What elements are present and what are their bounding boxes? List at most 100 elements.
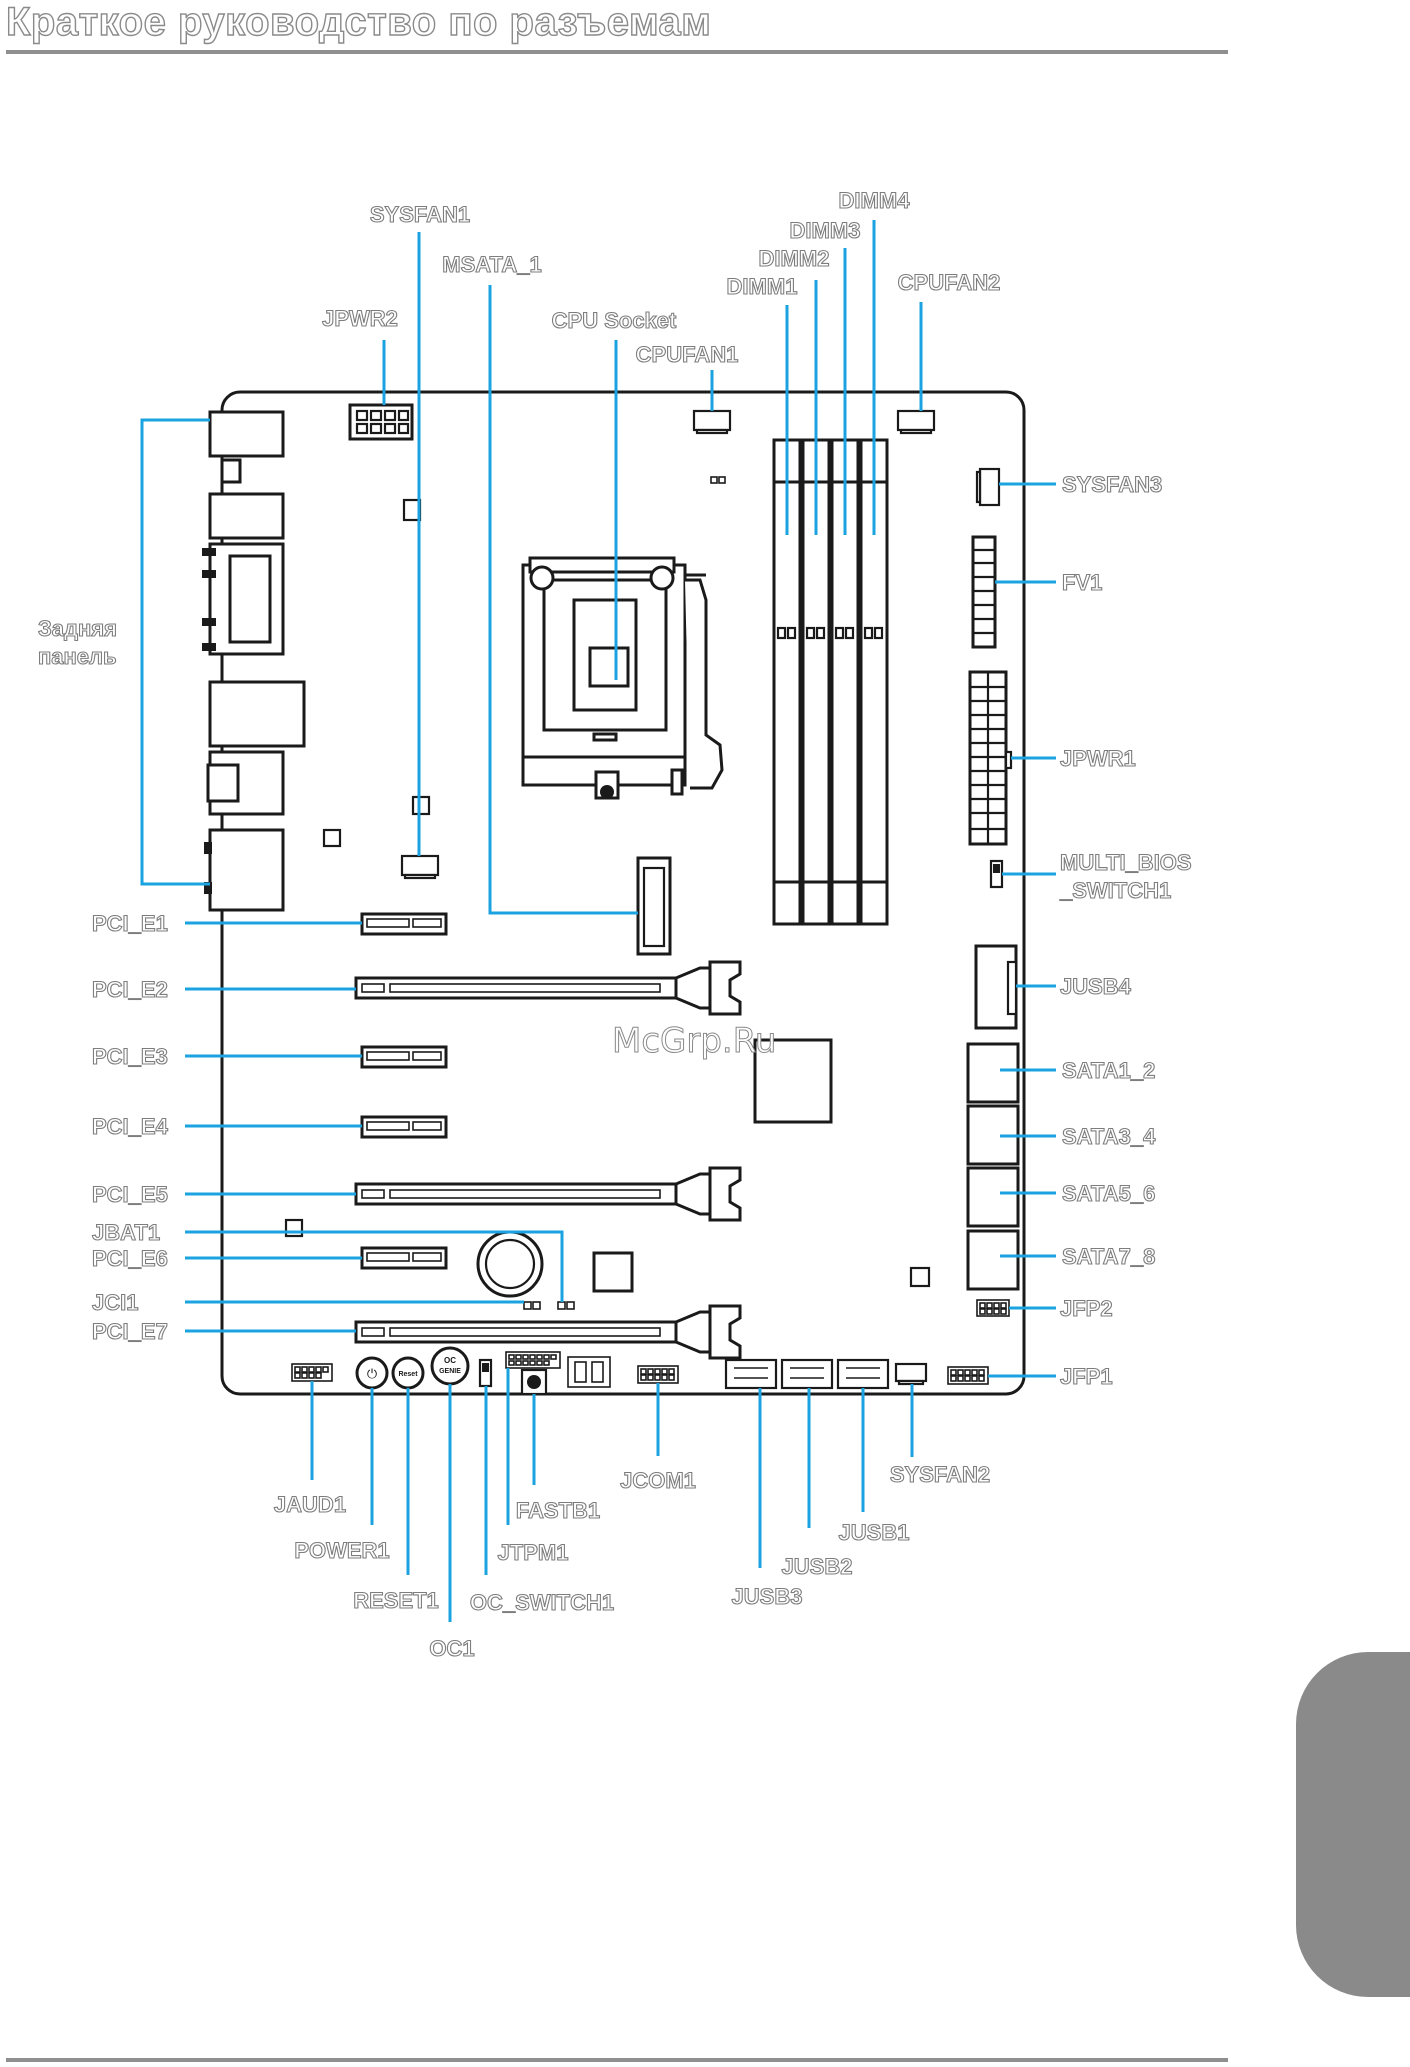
small-jumper <box>710 476 718 484</box>
label-pci-e3: PCI_E3 <box>92 1044 168 1069</box>
cpufan1-connector <box>692 409 732 435</box>
fv1-header <box>971 535 997 649</box>
debug-led-display <box>567 1356 611 1388</box>
label-pci-e7: PCI_E7 <box>92 1319 168 1344</box>
jbat1-jumper <box>566 1301 575 1310</box>
label-jusb4: JUSB4 <box>1060 974 1132 999</box>
label-sysfan2: SYSFAN2 <box>890 1462 990 1487</box>
label-jfp1: JFP1 <box>1060 1364 1113 1389</box>
jfp2-header <box>976 1299 1010 1317</box>
label-rear-panel-line2: панель <box>38 644 117 669</box>
sysfan2-connector <box>894 1362 928 1386</box>
pcie-slot-x1 <box>360 1115 448 1139</box>
pcie-slot-x16 <box>354 1304 742 1360</box>
jbat1-jumper <box>557 1301 566 1310</box>
label-rear-panel-line1: Задняя <box>38 616 117 641</box>
label-pci-e4: PCI_E4 <box>92 1114 169 1139</box>
cpufan2-connector <box>896 409 936 435</box>
msata-slot <box>636 856 672 956</box>
jfp1-header <box>947 1366 989 1385</box>
multi-bios-switch <box>989 859 1004 889</box>
reset-button-label: Reset <box>398 1371 418 1378</box>
small-chip <box>592 1251 634 1293</box>
sysfan1-connector <box>400 854 440 880</box>
jci1-jumper <box>532 1301 541 1310</box>
oc-switch <box>478 1358 493 1388</box>
small-jumper <box>718 476 726 484</box>
page-title: Краткое руководство по разъемам <box>5 0 712 45</box>
cpu-socket <box>521 556 724 800</box>
jtpm1-header <box>505 1351 561 1369</box>
jusb3-connector <box>724 1358 778 1390</box>
small-chip <box>284 1218 304 1238</box>
label-dimm1: DIMM1 <box>727 274 798 299</box>
side-tab <box>1296 1652 1410 1997</box>
label-dimm3: DIMM3 <box>790 218 861 243</box>
sata7-8-connector <box>966 1229 1020 1291</box>
label-cpu-socket: CPU Socket <box>552 308 677 333</box>
label-jcom1: JCOM1 <box>620 1468 696 1493</box>
connector-labels: SYSFAN1 MSATA_1 JPWR2 CPU Socket CPUFAN1… <box>37 187 1192 1661</box>
label-jaud1: JAUD1 <box>274 1492 346 1517</box>
jcom1-header <box>637 1365 679 1384</box>
oc-button-label-1: OC <box>444 1356 456 1365</box>
cmos-battery <box>476 1230 544 1298</box>
label-pci-e2: PCI_E2 <box>92 977 168 1002</box>
label-jpwr2: JPWR2 <box>322 306 398 331</box>
label-sysfan1: SYSFAN1 <box>370 202 470 227</box>
sysfan3-connector <box>975 467 1001 507</box>
pcie-slot-x1 <box>360 912 448 936</box>
label-jusb2: JUSB2 <box>782 1554 853 1579</box>
label-jfp2: JFP2 <box>1060 1296 1113 1321</box>
label-dimm4: DIMM4 <box>839 188 911 213</box>
label-reset1: RESET1 <box>353 1588 439 1613</box>
jci1-jumper <box>523 1301 532 1310</box>
label-sata5-6: SATA5_6 <box>1062 1181 1155 1206</box>
label-jusb3: JUSB3 <box>732 1584 803 1609</box>
power-button-glyph: ⏻ <box>367 1367 377 1382</box>
footer-rule <box>6 2058 1228 2062</box>
label-multi-bios-line1: MULTI_BIOS <box>1060 850 1192 875</box>
power-button: ⏻ <box>355 1356 389 1390</box>
label-sysfan3: SYSFAN3 <box>1062 472 1162 497</box>
dimm-slots <box>772 438 889 926</box>
label-cpufan2: CPUFAN2 <box>898 270 1001 295</box>
label-dimm2: DIMM2 <box>759 246 830 271</box>
label-sata3-4: SATA3_4 <box>1062 1124 1156 1149</box>
label-jci1: JCI1 <box>92 1290 138 1315</box>
fastb1-button <box>520 1368 548 1396</box>
chipset <box>753 1038 833 1124</box>
label-jpwr1: JPWR1 <box>1060 746 1136 771</box>
label-jbat1: JBAT1 <box>92 1220 160 1245</box>
leader-lines <box>140 220 1056 1622</box>
label-msata1: MSATA_1 <box>442 252 541 277</box>
label-fastb1: FASTB1 <box>516 1498 600 1523</box>
label-oc-switch1: OC_SWITCH1 <box>470 1590 614 1615</box>
jusb4-connector <box>974 944 1018 1030</box>
pcie-slot-x1 <box>360 1246 448 1270</box>
small-chip <box>322 828 342 848</box>
label-pci-e6: PCI_E6 <box>92 1246 168 1271</box>
oc-button-label-2: GENIE <box>439 1368 461 1375</box>
jpwr1-connector <box>968 670 1013 846</box>
reset-button: Reset <box>391 1356 425 1390</box>
label-cpufan1: CPUFAN1 <box>636 342 739 367</box>
label-multi-bios-line2: _SWITCH1 <box>1059 878 1171 903</box>
jpwr2-connector <box>348 403 414 441</box>
label-sata1-2: SATA1_2 <box>1062 1058 1155 1083</box>
watermark: McGrp.Ru <box>612 1021 776 1061</box>
label-pci-e1: PCI_E1 <box>92 911 168 936</box>
sata1-2-connector <box>966 1042 1020 1104</box>
rear-panel-io <box>202 410 306 912</box>
small-chip <box>909 1266 931 1288</box>
pcie-slot-x16 <box>354 1166 742 1222</box>
label-power1: POWER1 <box>294 1538 389 1563</box>
title-rule <box>6 50 1228 54</box>
label-pci-e5: PCI_E5 <box>92 1182 168 1207</box>
jusb2-connector <box>780 1358 834 1390</box>
small-chip <box>411 795 431 816</box>
label-jtpm1: JTPM1 <box>498 1540 569 1565</box>
motherboard-outline <box>220 390 1026 1396</box>
sata5-6-connector <box>966 1166 1020 1228</box>
label-oc1: OC1 <box>429 1636 474 1661</box>
